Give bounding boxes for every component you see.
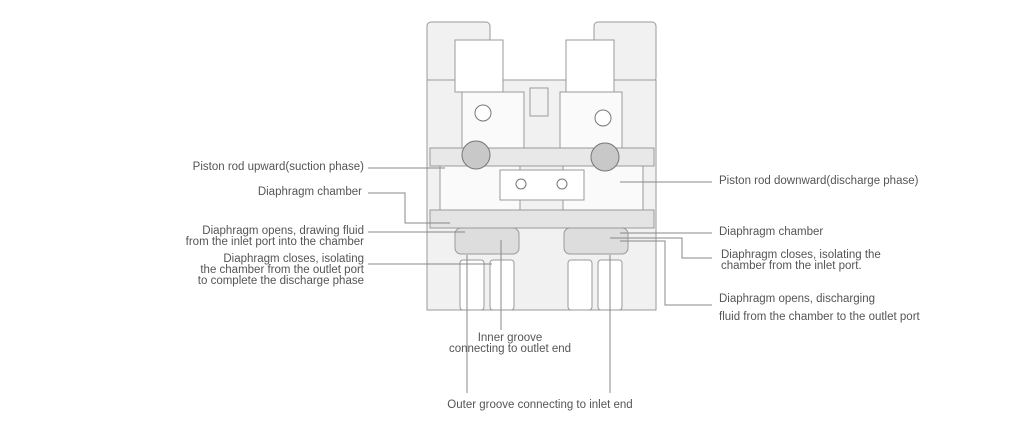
label-line: fluid from the chamber to the outlet por… (719, 311, 920, 323)
label-left-opens: Diaphragm opens, drawing fluid from the … (185, 225, 364, 248)
pump-body (426, 21, 657, 311)
label-line: to complete the discharge phase (197, 275, 364, 287)
label-outer-groove: Outer groove connecting to inlet end (447, 399, 633, 411)
label-right-piston: Piston rod downward(discharge phase) (719, 175, 919, 187)
label-line: the chamber from the outlet port (200, 264, 364, 276)
piston-balls (461, 104, 620, 190)
label-left-chamber: Diaphragm chamber (257, 186, 362, 198)
label-line: Diaphragm opens, discharging (719, 293, 875, 305)
label-left-piston: Piston rod upward(suction phase) (192, 161, 364, 173)
label-right-closes: Diaphragm closes, isolating the chamber … (721, 249, 881, 272)
label-line: Diaphragm opens, drawing fluid (202, 225, 364, 237)
leader-lines (368, 167, 712, 393)
label-line: Diaphragm closes, isolating (223, 253, 364, 265)
label-inner-groove: Inner groove connecting to outlet end (440, 332, 580, 355)
label-left-closes: Diaphragm closes, isolating the chamber … (197, 253, 364, 287)
label-line: chamber from the inlet port. (721, 260, 862, 272)
label-line: Inner groove (477, 332, 543, 344)
label-line: connecting to outlet end (448, 343, 572, 355)
label-right-chamber: Diaphragm chamber (719, 226, 824, 238)
label-right-opens: Diaphragm opens, discharging fluid from … (719, 290, 920, 326)
label-line: from the inlet port into the chamber (185, 236, 364, 248)
label-line: Diaphragm closes, isolating the (721, 249, 881, 261)
